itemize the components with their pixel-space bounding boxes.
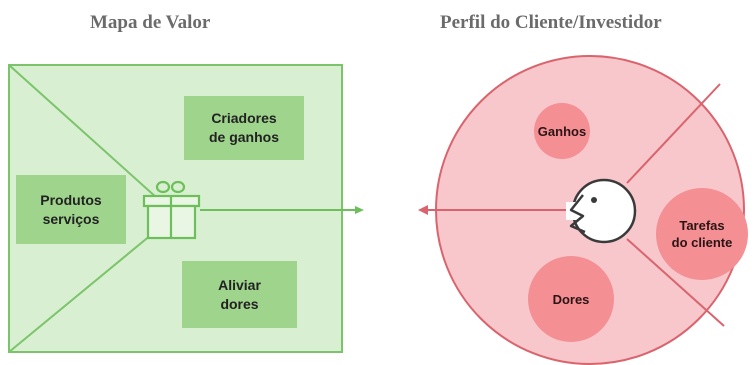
products-services-label: Produtos serviços: [40, 191, 102, 227]
customer-profile-arrowhead: [418, 205, 428, 215]
profile-divider-bottom: [626, 238, 725, 327]
gain-creators-label: Criadores de ganhos: [208, 110, 279, 145]
pains-bubble: Dores: [528, 256, 614, 342]
value-map-title: Mapa de Valor: [90, 12, 211, 33]
value-map-diagonal-top: [8, 64, 158, 199]
value-map-diagonal-bottom: [8, 229, 158, 353]
gain-creators-box: Criadores de ganhos: [184, 96, 304, 160]
value-map-arrowhead: [355, 206, 364, 214]
gains-bubble: Ganhos: [534, 103, 590, 159]
gift-icon: [142, 180, 201, 240]
pains-label: Dores: [552, 291, 590, 307]
gains-label: Ganhos: [537, 123, 587, 139]
face-icon: [566, 178, 637, 244]
pain-relievers-box: Aliviar dores: [182, 261, 297, 328]
profile-divider-top: [626, 83, 721, 184]
products-services-box: Produtos serviços: [16, 175, 126, 244]
pain-relievers-label: Aliviar dores: [218, 276, 261, 312]
customer-jobs-bubble: Tarefas do cliente: [656, 188, 748, 280]
customer-jobs-label: Tarefas do cliente: [671, 218, 733, 250]
customer-profile-title: Perfil do Cliente/Investidor: [440, 12, 662, 33]
